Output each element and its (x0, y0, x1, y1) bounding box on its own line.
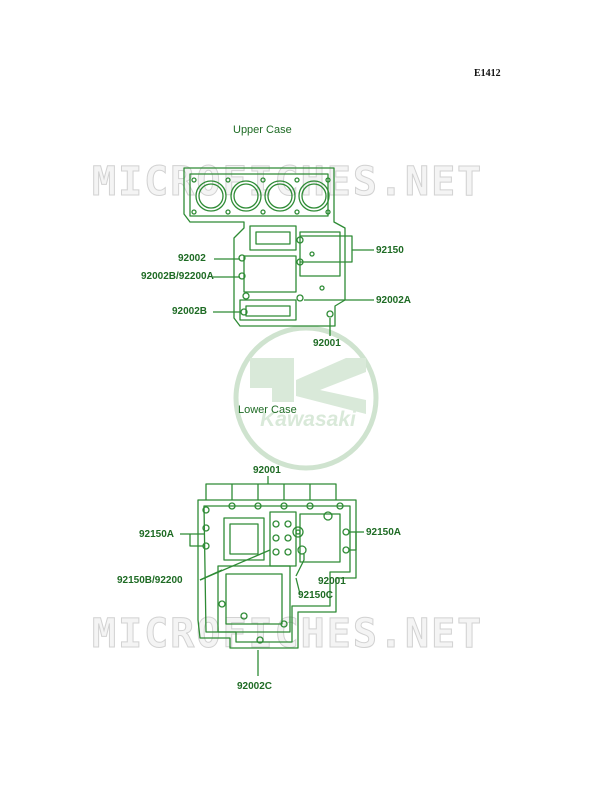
watermark-bottom: MICROFICHES.NET (91, 611, 484, 657)
callout-upper-92002: 92002 (178, 253, 206, 264)
callout-lower-92001-right: 92001 (318, 576, 346, 587)
callout-lower-92150b-92200: 92150B/92200 (117, 575, 183, 586)
logo-wordmark: Kawasaki (260, 408, 356, 431)
callout-upper-92002a: 92002A (376, 295, 412, 306)
callout-lower-92150a-right: 92150A (366, 527, 402, 538)
callout-lower-92150c: 92150C (298, 590, 334, 601)
callout-upper-92150: 92150 (376, 245, 404, 256)
figure-code: E1412 (474, 68, 501, 79)
upper-case-title: Upper Case (233, 124, 292, 136)
callout-lower-92001-top: 92001 (253, 465, 281, 476)
callout-lower-92150a-left: 92150A (139, 529, 175, 540)
callout-upper-92001: 92001 (313, 338, 341, 349)
callout-upper-92002b: 92002B (172, 306, 208, 317)
callout-lower-92002c: 92002C (237, 681, 273, 692)
callout-upper-92002b-92200a: 92002B/92200A (141, 271, 214, 282)
lower-case-title: Lower Case (238, 404, 297, 416)
